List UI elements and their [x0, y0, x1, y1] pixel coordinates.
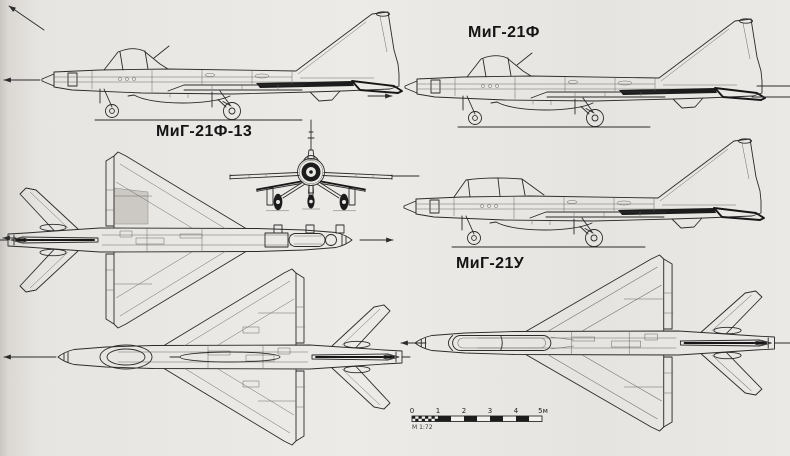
top-view-mig-21u	[414, 254, 784, 432]
scale-tick-0: 0	[410, 407, 414, 415]
label-mig-21f-13: МиГ-21Ф-13	[156, 123, 253, 140]
scale-tick-2: 2	[462, 407, 466, 415]
scale-note: М 1:72	[412, 424, 433, 431]
side-view-mig-21f	[404, 17, 766, 128]
scale-bar: 0 1 2 3 4 5м М 1:72	[410, 407, 548, 431]
side-view-mig-21u	[403, 137, 765, 248]
datum-line	[751, 85, 790, 98]
datum-arrow	[8, 5, 45, 31]
label-mig-21u: МиГ-21У	[456, 255, 525, 272]
datum-arrows	[2, 5, 790, 360]
label-mig-21f: МиГ-21Ф	[468, 24, 540, 41]
scale-tick-4: 4	[514, 407, 519, 415]
side-view-mig-21f-13	[41, 10, 403, 121]
scale-tick-1: 1	[436, 407, 440, 415]
ground-lines	[94, 119, 651, 248]
front-view	[229, 119, 420, 212]
scale-tick-5: 5м	[538, 407, 548, 415]
scale-tick-3: 3	[488, 407, 492, 415]
bottom-view-mig-21f-13	[57, 268, 411, 446]
